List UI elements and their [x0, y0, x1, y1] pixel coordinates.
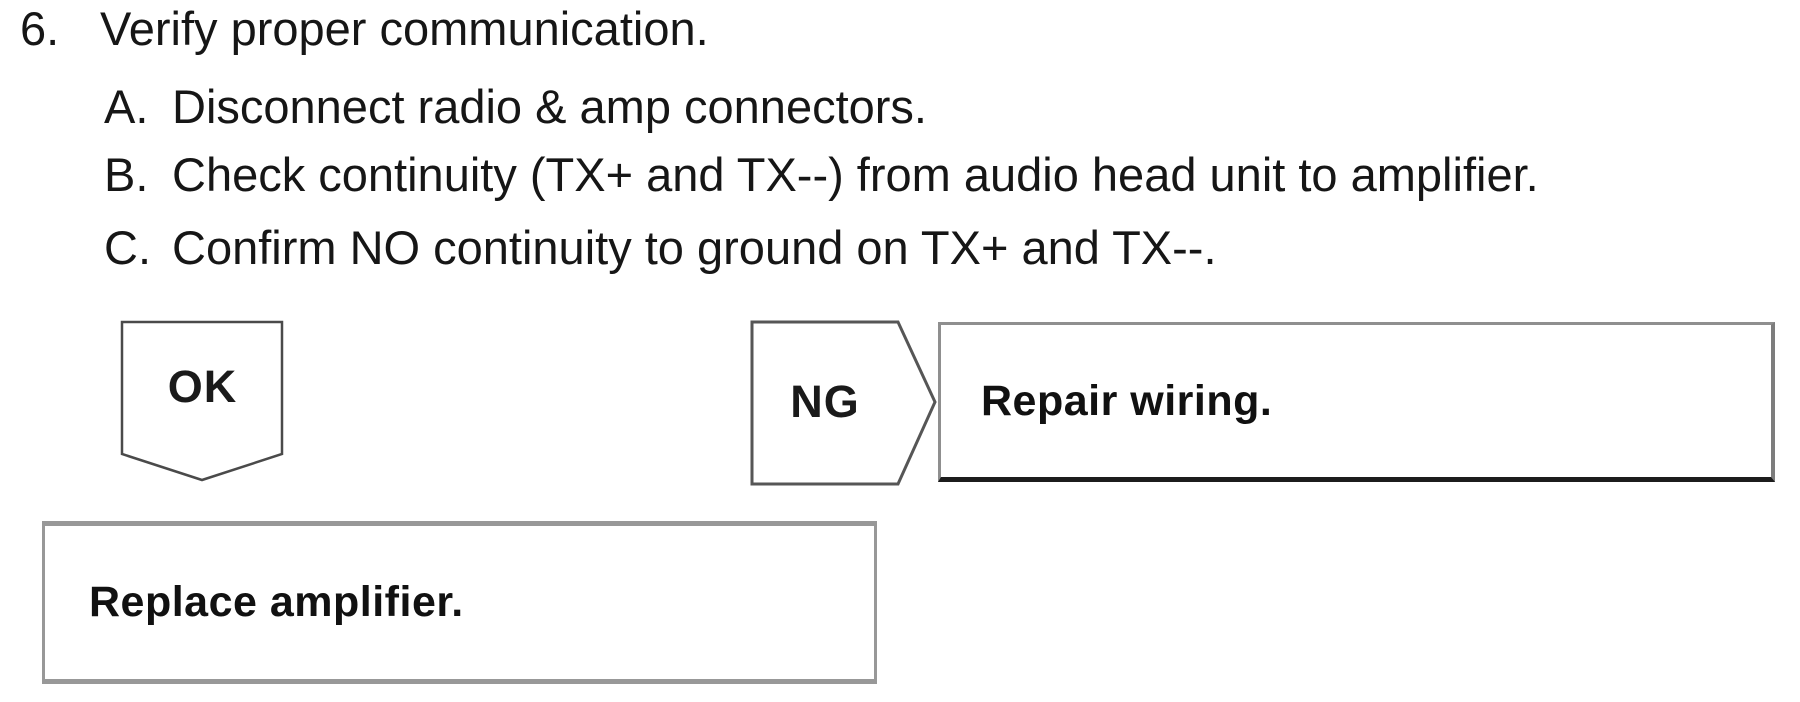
ng-pennant-right-shape — [750, 320, 937, 486]
ng-action-text: Repair wiring. — [981, 376, 1273, 425]
substep-a-text: Disconnect radio & amp connectors. — [172, 80, 927, 133]
substep-a-letter: A. — [104, 80, 149, 133]
step-title: Verify proper communication. — [100, 2, 709, 55]
substep-c-letter: C. — [104, 221, 151, 274]
ok-connector-label: OK — [167, 360, 238, 412]
ok-pennant-down-shape — [120, 320, 284, 482]
step-number: 6. — [20, 2, 60, 55]
ok-action-box: Replace amplifier. — [42, 521, 877, 684]
substep-c-text: Confirm NO continuity to ground on TX+ a… — [172, 221, 1217, 274]
ng-connector-label: NG — [790, 376, 860, 427]
ok-action-text: Replace amplifier. — [89, 578, 464, 626]
substep-b-letter: B. — [104, 148, 149, 201]
ng-action-box: Repair wiring. — [938, 322, 1775, 482]
substep-b-text: Check continuity (TX+ and TX--) from aud… — [172, 148, 1539, 201]
